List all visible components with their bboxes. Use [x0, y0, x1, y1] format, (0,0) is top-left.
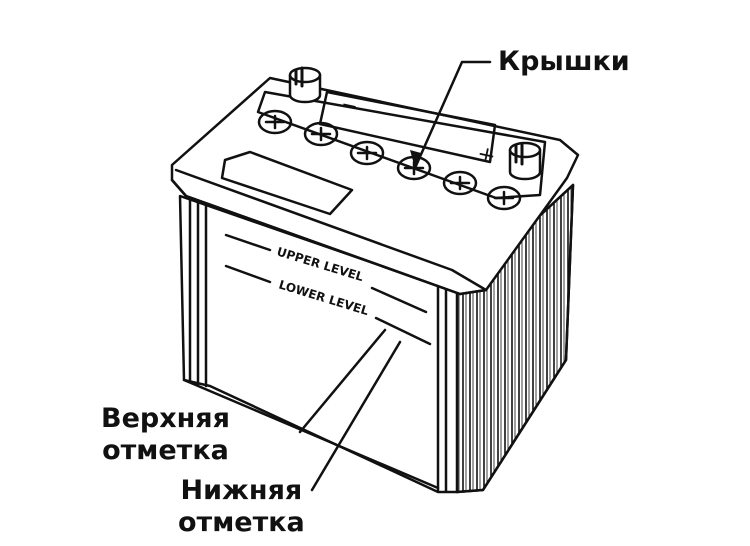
negative-terminal — [288, 66, 322, 104]
lower-level-line — [374, 316, 432, 346]
upper-mark-label-line1: Верхняя — [101, 403, 230, 434]
positive-sign: + — [475, 141, 498, 169]
caps-leader-line — [413, 60, 492, 170]
lower-mark-label-line2: отметка — [178, 507, 305, 538]
upper-mark-label: Верхняя отметка — [101, 403, 230, 467]
caps-label-text: Крышки — [498, 46, 630, 77]
upper-mark-label-line2: отметка — [102, 435, 229, 466]
lower-mark-leader-line — [310, 340, 402, 492]
upper-mark-leader-line — [298, 328, 387, 434]
upper-level-line — [224, 264, 272, 284]
lower-mark-label: Нижняя отметка — [178, 475, 305, 539]
positive-terminal — [508, 141, 542, 181]
upper-level-line-top — [224, 233, 272, 252]
negative-sign: − — [339, 91, 360, 118]
lower-mark-label-line1: Нижняя — [180, 475, 303, 506]
caps-label: Крышки — [498, 46, 630, 78]
